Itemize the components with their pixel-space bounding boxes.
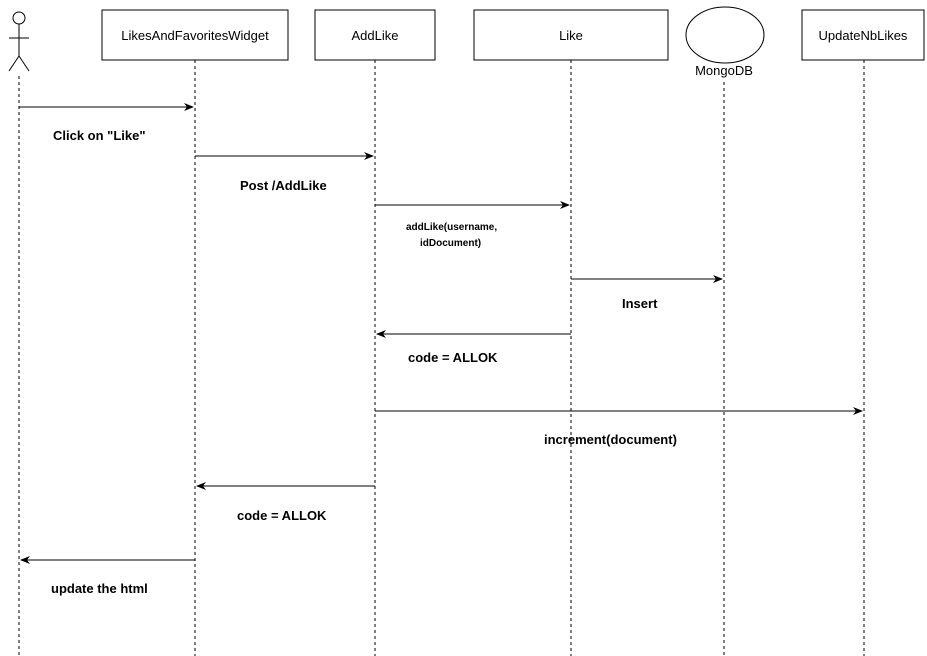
message-label: code = ALLOK	[408, 350, 498, 365]
participant-label-widget: LikesAndFavoritesWidget	[121, 28, 269, 43]
message-addlike-call: addLike(username, idDocument)	[375, 201, 570, 249]
message-click-like: Click on "Like"	[19, 103, 194, 143]
participant-label-like: Like	[559, 28, 583, 43]
database-ellipse-icon	[685, 6, 765, 64]
message-return-allok-1: code = ALLOK	[376, 330, 571, 365]
message-return-allok-2: code = ALLOK	[196, 482, 375, 523]
message-label: increment(document)	[544, 432, 677, 447]
message-label: update the html	[51, 581, 148, 596]
participant-label-addlike: AddLike	[352, 28, 399, 43]
message-label: Click on "Like"	[53, 128, 146, 143]
participant-mongodb: MongoDB	[685, 6, 765, 78]
message-label: Insert	[622, 296, 658, 311]
message-label-line1: addLike(username,	[406, 222, 497, 233]
participant-like: Like	[473, 9, 669, 61]
message-insert: Insert	[571, 275, 723, 311]
message-increment: increment(document)	[375, 407, 863, 447]
participant-label-updatenblikes: UpdateNbLikes	[819, 28, 908, 43]
participant-addlike: AddLike	[314, 9, 436, 61]
participant-widget: LikesAndFavoritesWidget	[101, 9, 289, 61]
participant-updatenblikes: UpdateNbLikes	[801, 9, 925, 61]
message-label-line2: idDocument)	[420, 238, 481, 249]
message-update-html: update the html	[20, 556, 195, 596]
participant-label-mongodb: MongoDB	[695, 63, 753, 78]
user-actor-icon	[8, 11, 30, 72]
message-label: Post /AddLike	[240, 178, 327, 193]
message-post-addlike: Post /AddLike	[195, 152, 374, 193]
message-label: code = ALLOK	[237, 508, 327, 523]
